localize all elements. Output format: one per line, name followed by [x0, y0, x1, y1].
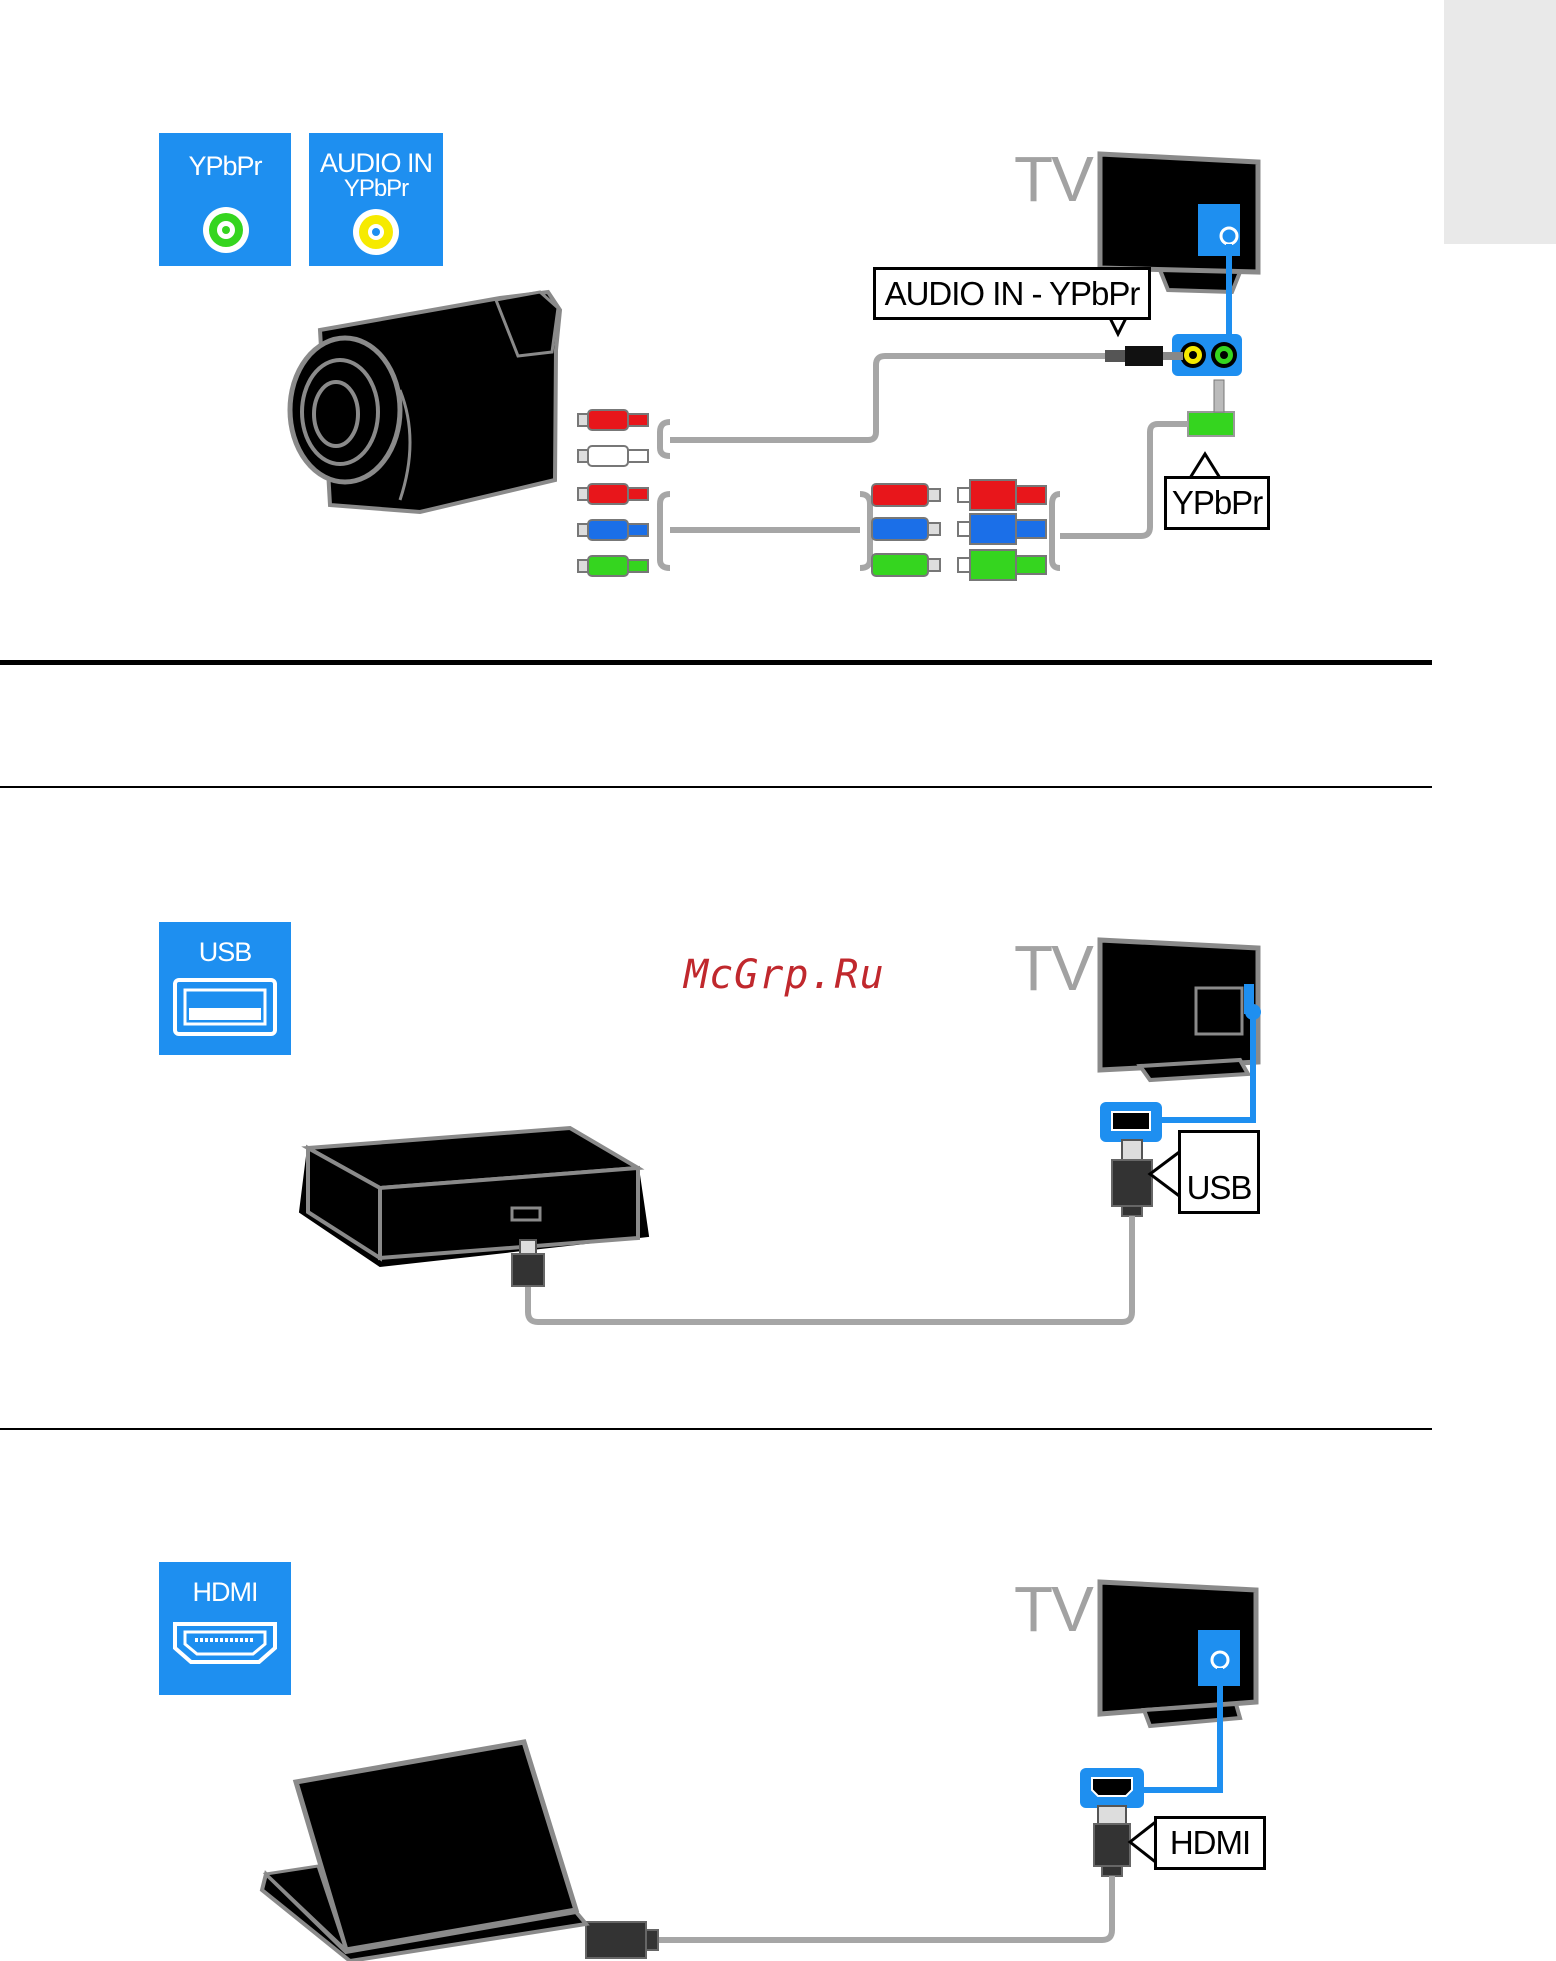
tv-icon — [1100, 1582, 1256, 1726]
laptop-icon — [262, 1742, 586, 1961]
hdmi-callout: HDMI — [1154, 1816, 1266, 1870]
